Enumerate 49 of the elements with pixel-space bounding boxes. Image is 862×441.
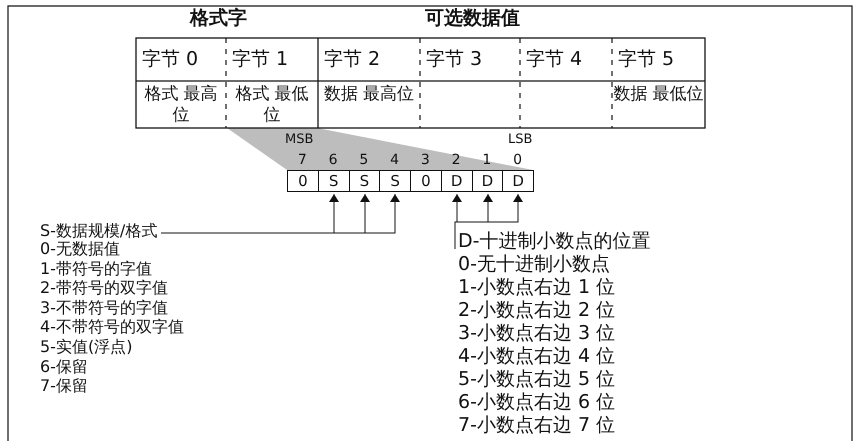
list-item: 5-小数点右边 5 位: [458, 370, 616, 389]
bit-cell: S: [318, 170, 350, 192]
list-item: 7-小数点右边 7 位: [458, 416, 616, 435]
bit-label: MSB: [285, 133, 314, 146]
bit-cell: 0: [410, 170, 442, 192]
bit-cell: D: [440, 170, 472, 192]
section-heading: 格式字: [190, 9, 247, 28]
column-heading: 字节 0: [142, 50, 198, 69]
bit-cell: D: [502, 170, 534, 192]
bit-cell: S: [348, 170, 380, 192]
bit-cell: 0: [287, 170, 319, 192]
bit-number: 6: [328, 153, 339, 167]
bit-number: 5: [358, 153, 370, 167]
bit-number: 4: [389, 153, 400, 167]
legend-heading: D-十进制小数点的位置: [458, 230, 650, 253]
list-item: 3-小数点右边 3 位: [458, 324, 616, 343]
column-heading: 字节 5: [618, 50, 674, 69]
arrow: [454, 194, 523, 250]
list-item: 7-保留: [40, 378, 88, 394]
column-heading: 字节 3: [426, 50, 482, 69]
section-heading: 可选数据值: [425, 9, 520, 28]
list-item: 0-无十进制小数点: [458, 255, 610, 274]
list-item: 0-无数据值: [40, 241, 120, 257]
list-item: 1-带符号的字值: [40, 260, 152, 277]
list-item: 1-小数点右边 1 位: [458, 278, 616, 297]
bit-number: 7: [296, 153, 308, 167]
bit-number: 1: [481, 153, 492, 167]
list-item: 2-带符号的双字值: [40, 280, 168, 296]
list-item: 6-保留: [40, 358, 88, 375]
column-heading: 字节 1: [232, 50, 288, 69]
list-item: 6-小数点右边 6 位: [458, 393, 616, 412]
legend-heading: S-数据规模/格式: [40, 222, 158, 240]
column-heading: 字节 2: [324, 50, 380, 69]
bit-number: 2: [450, 153, 462, 167]
bit-number: 3: [420, 153, 431, 167]
cell-text: 数据 最低位: [613, 84, 704, 105]
list-item: 3-不带符号的字值: [40, 300, 168, 316]
cell-text: 数据 最高位: [322, 84, 416, 105]
bit-label: LSB: [508, 133, 532, 146]
cell-text: 格式 最低位: [234, 84, 310, 126]
cell-text: 格式 最高位: [143, 84, 219, 126]
bit-cell: S: [379, 170, 411, 192]
list-item: 4-小数点右边 4 位: [458, 347, 616, 366]
list-item: 2-小数点右边 2 位: [458, 301, 616, 320]
list-item: 5-实值(浮点): [40, 339, 132, 355]
column-heading: 字节 4: [526, 50, 582, 69]
bit-number: 0: [512, 153, 524, 167]
list-item: 4-不带符号的双字值: [40, 319, 184, 336]
bit-cell: D: [472, 170, 504, 192]
